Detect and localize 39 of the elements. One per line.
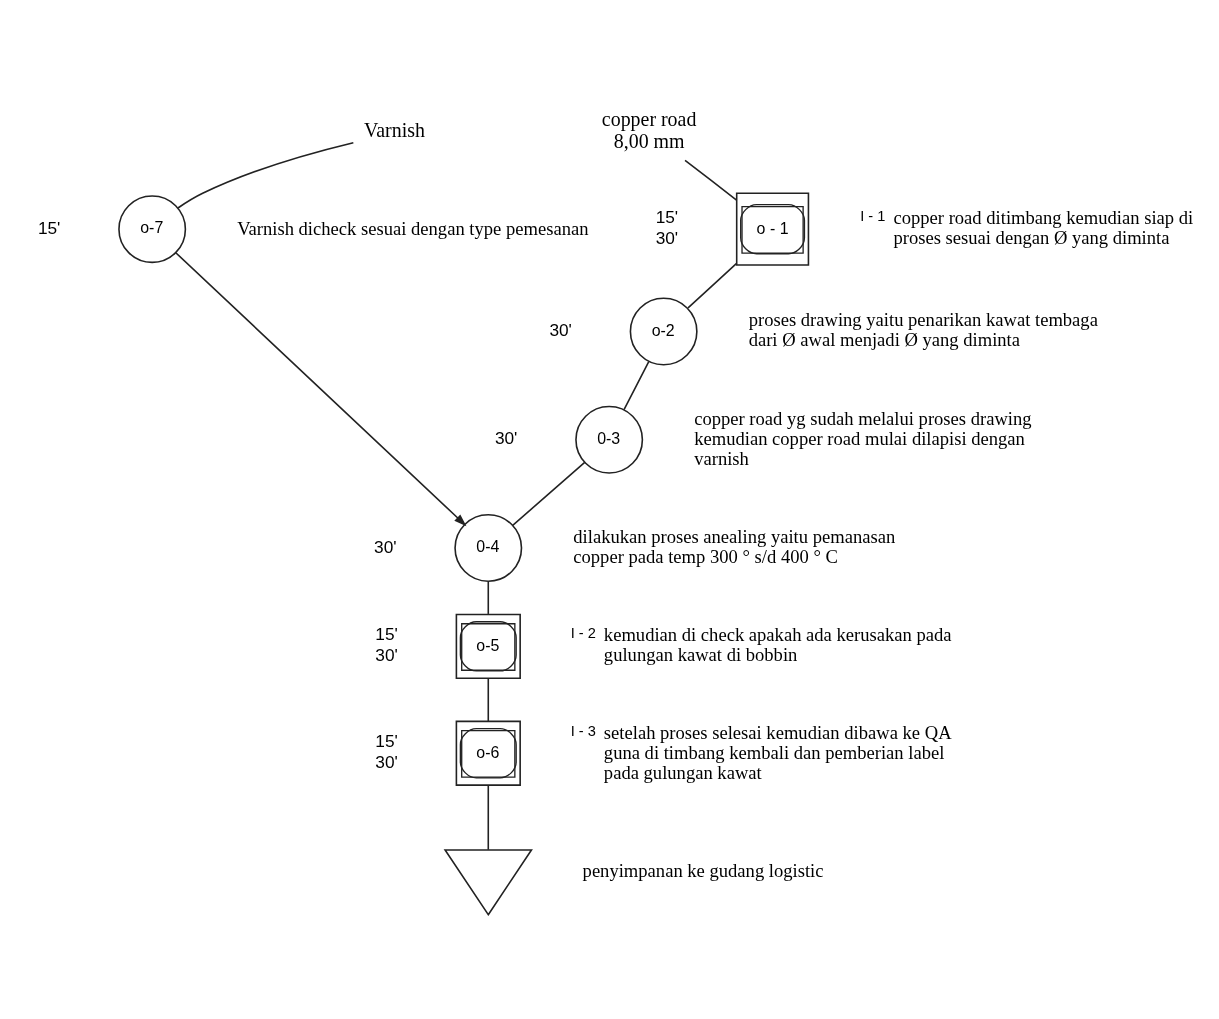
node-box: o-5 xyxy=(455,613,521,679)
node-label: Varnish dicheck sesuai dengan type pemesanan xyxy=(237,217,589,239)
node-triangle xyxy=(443,849,533,917)
node-label: dilakukan proses anealing yaitu pemanasan copper pada temp 300 ° s/d 400 ° C xyxy=(573,525,896,567)
connector xyxy=(623,360,650,411)
connector xyxy=(487,580,490,615)
connector xyxy=(684,159,738,201)
node-text: copper road 8,00 mm xyxy=(601,107,697,153)
node-label: I - 2 xyxy=(570,625,596,642)
connector xyxy=(511,461,586,527)
arrow xyxy=(175,251,467,527)
node-label: penyimpanan ke gudang logistic xyxy=(582,860,824,882)
node-label: 15' xyxy=(37,217,61,238)
node-label: setelah proses selesai kemudian dibawa ke QA guna di timbang kembali dan pemberian label pada gulungan kawat xyxy=(603,721,952,783)
node-label: kemudian di check apakah ada kerusakan pada gulungan kawat di bobbin xyxy=(603,624,952,666)
node-box: o - 1 xyxy=(735,192,810,266)
node-label: 30' xyxy=(375,645,398,666)
node-label: I - 1 xyxy=(860,207,886,224)
node-circle: 0-3 xyxy=(575,405,644,474)
node-label: 30' xyxy=(549,320,572,340)
node-text: Varnish xyxy=(364,118,425,141)
node-circle: o-2 xyxy=(629,297,698,366)
node-label: 30' xyxy=(494,428,518,449)
node-label: 15' xyxy=(375,731,398,752)
connector xyxy=(487,677,490,722)
node-label: 15' xyxy=(655,207,679,228)
node-label: copper road ditimbang kemudian siap di proses sesuai dengan Ø yang diminta xyxy=(893,207,1194,249)
node-circle: o-7 xyxy=(118,195,187,264)
connector xyxy=(487,784,490,851)
connector xyxy=(177,141,355,209)
node-label: 30' xyxy=(375,752,398,773)
node-box: o-6 xyxy=(455,720,521,786)
node-label: I - 3 xyxy=(570,722,596,739)
node-label: copper road yg sudah melalui proses drawing kemudian copper road mulai dilapisi dengan varnish xyxy=(694,408,1032,470)
node-label: 30' xyxy=(655,228,679,249)
connector xyxy=(687,262,738,309)
node-label: 30' xyxy=(374,536,397,557)
node-label: proses drawing yaitu penarikan kawat tembaga dari Ø awal menjadi Ø yang diminta xyxy=(748,309,1098,351)
node-label: 15' xyxy=(375,624,398,645)
